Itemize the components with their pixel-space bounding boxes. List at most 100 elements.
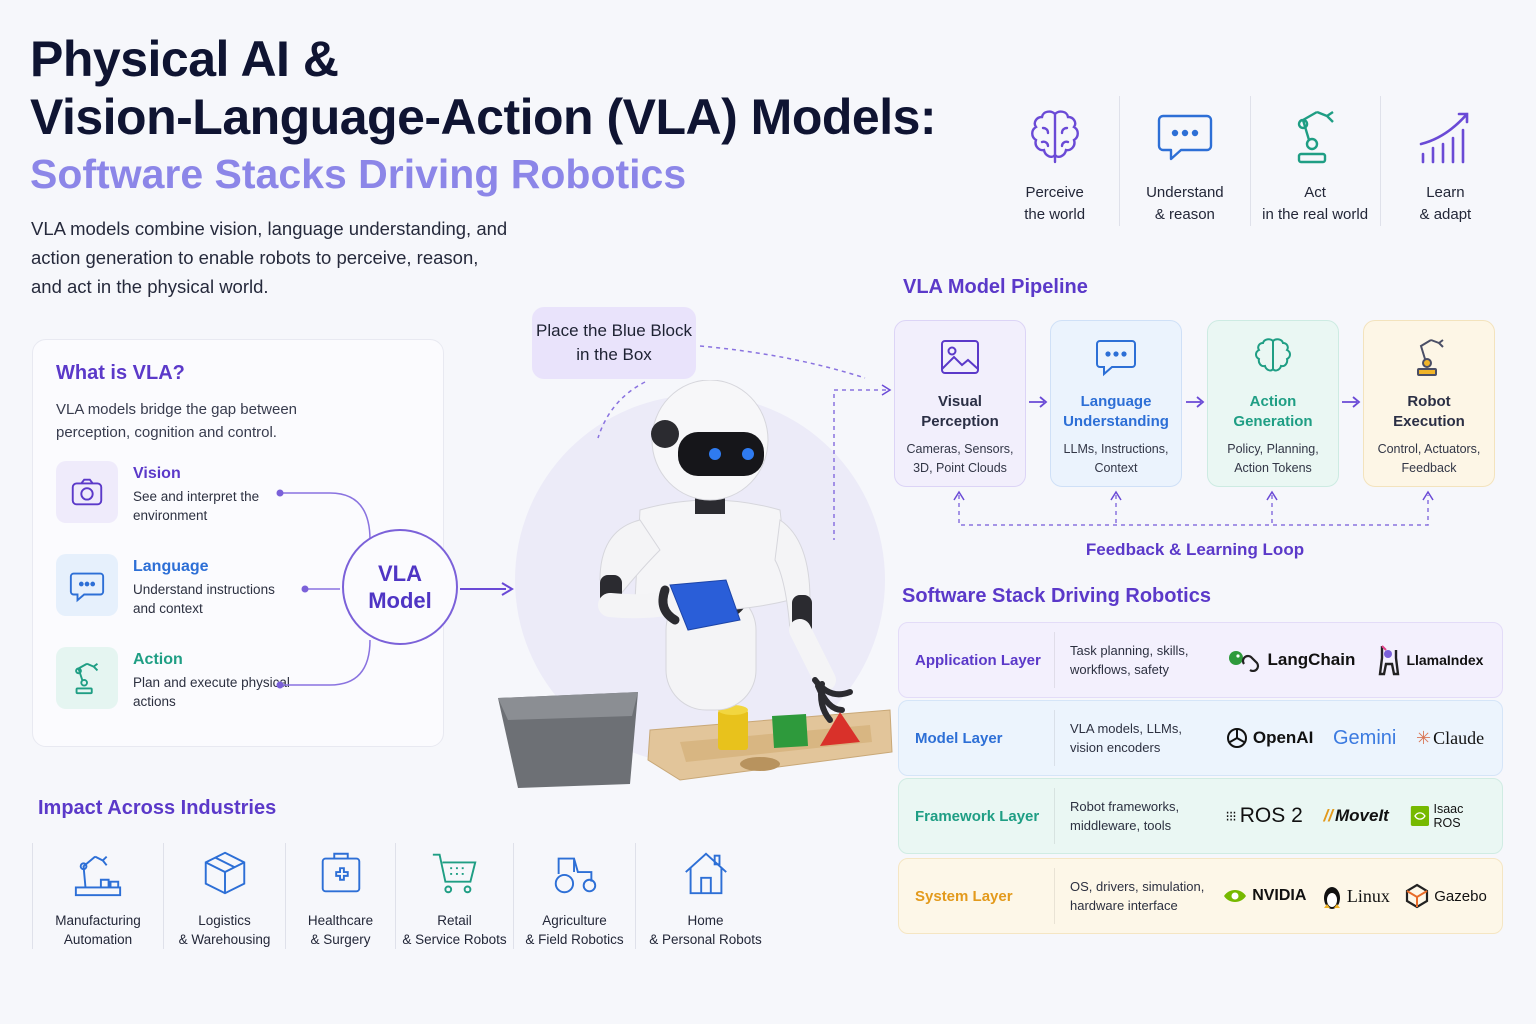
page-title-line1: Physical AI & bbox=[30, 31, 339, 87]
robot-arm-icon bbox=[75, 662, 99, 695]
capabilities-row: Perceive the world Understand& reason Act… bbox=[990, 96, 1510, 226]
pipeline-step-desc-2: Context bbox=[1094, 461, 1138, 475]
gazebo-label: Gazebo bbox=[1434, 887, 1487, 905]
growth-chart-icon bbox=[1420, 112, 1469, 164]
linux-label: Linux bbox=[1346, 885, 1390, 906]
pipeline-step-name-2: Understanding bbox=[1063, 413, 1169, 430]
pipeline-step-desc: LLMs, Instructions, bbox=[1063, 442, 1169, 456]
stack-layer-framework: Framework Layer Robot frameworks, middle… bbox=[898, 778, 1503, 854]
chat-icon bbox=[1157, 114, 1213, 161]
layer-name: System Layer bbox=[899, 868, 1055, 924]
industry-label: Retail bbox=[437, 913, 472, 928]
stack-layer-model: Model Layer VLA models, LLMs, vision enc… bbox=[898, 700, 1503, 776]
layer-name: Model Layer bbox=[899, 710, 1055, 766]
brain-icon bbox=[1255, 338, 1291, 372]
bubble-connectors bbox=[597, 345, 866, 439]
stack-layer-application: Application Layer Task planning, skills,… bbox=[898, 622, 1503, 698]
openai-label: OpenAI bbox=[1252, 728, 1314, 747]
moveit-logo: //MoveIt bbox=[1324, 806, 1389, 826]
layer-desc: OS, drivers, simulation, hardware interf… bbox=[1070, 879, 1205, 913]
industry-sublabel: Automation bbox=[63, 932, 133, 947]
ros-dots-icon: ⁝⁝⁝ bbox=[1225, 807, 1236, 824]
industries-title: Impact Across Industries bbox=[38, 797, 277, 819]
vla-item-name: Action bbox=[133, 651, 183, 668]
shopping-cart-icon bbox=[432, 853, 476, 894]
openai-knot-icon bbox=[1226, 728, 1247, 748]
chat-icon bbox=[1096, 340, 1136, 377]
camera-icon bbox=[71, 478, 103, 506]
language-icon-tile bbox=[56, 554, 118, 616]
pipeline-step-name-2: Execution bbox=[1393, 413, 1465, 430]
brain-icon bbox=[1030, 110, 1079, 164]
pipeline-connectors bbox=[833, 384, 1434, 540]
pipeline-step-desc: Policy, Planning, bbox=[1227, 442, 1319, 456]
industry-logistics: Logistics& Warehousing bbox=[163, 843, 285, 949]
vla-item-name: Vision bbox=[133, 465, 181, 482]
capability-sublabel-3: in the real world bbox=[1262, 206, 1369, 223]
capability-label-2: Understand bbox=[1146, 184, 1224, 201]
gemini-label: Gemini bbox=[1332, 726, 1397, 749]
pipeline-step-desc: Cameras, Sensors, bbox=[906, 442, 1014, 456]
moveit-mark-icon: // bbox=[1323, 806, 1333, 825]
llamaindex-logo: LlamaIndex bbox=[1376, 644, 1483, 676]
vla-node-line2: Model bbox=[368, 588, 432, 613]
chat-icon bbox=[69, 572, 105, 603]
vla-item-name: Language bbox=[133, 558, 209, 575]
ros2-logo: ⁝⁝⁝ROS 2 bbox=[1225, 804, 1302, 828]
tractor-icon bbox=[554, 857, 596, 894]
capability-understand: Understand& reason bbox=[1120, 96, 1251, 226]
pipeline-step-name: Language bbox=[1080, 393, 1152, 410]
parrot-chain-icon bbox=[1228, 651, 1259, 672]
layer-name: Framework Layer bbox=[899, 788, 1055, 844]
capability-sublabel-1: the world bbox=[1024, 206, 1086, 223]
pipeline-step-name: Visual bbox=[938, 393, 982, 410]
feedback-loop-label: Feedback & Learning Loop bbox=[1085, 540, 1305, 559]
layer-name: Application Layer bbox=[899, 632, 1055, 688]
pipeline-step-name: Robot bbox=[1407, 393, 1451, 410]
capability-label-3: Act bbox=[1304, 184, 1326, 201]
industry-agriculture: Agriculture & Field Robotics bbox=[513, 843, 635, 949]
isaac-ros-label: Isaac ROS bbox=[1433, 802, 1464, 830]
intro-text: VLA models combine vision, language unde… bbox=[31, 218, 508, 297]
capability-perceive: Perceive the world bbox=[990, 96, 1121, 226]
capability-sublabel-4: & adapt bbox=[1419, 206, 1472, 223]
pipeline-step-name-2: Perception bbox=[921, 413, 999, 430]
industry-label: Agriculture bbox=[542, 913, 607, 928]
industry-sublabel: & Service Robots bbox=[402, 932, 507, 947]
layer-desc: Task planning, skills, workflows, safety bbox=[1070, 643, 1189, 677]
llamaindex-label: LlamaIndex bbox=[1406, 652, 1484, 668]
industry-sublabel: & Field Robotics bbox=[525, 932, 624, 947]
house-icon bbox=[684, 852, 727, 895]
instruction-speech-bubble: Place the Blue Block in the Box bbox=[532, 307, 696, 379]
moveit-label: MoveIt bbox=[1334, 806, 1389, 825]
capability-act: Act in the real world bbox=[1251, 96, 1381, 226]
gazebo-cube-icon bbox=[1406, 883, 1429, 909]
capability-label-1: Perceive bbox=[1025, 184, 1084, 201]
industry-sublabel: & Warehousing bbox=[178, 932, 271, 947]
medical-cross-icon bbox=[321, 852, 360, 893]
image-icon bbox=[941, 340, 979, 374]
vla-item-desc: Understand instructions and context bbox=[133, 582, 275, 616]
robot-arm-icon bbox=[1417, 339, 1444, 376]
what-is-vla-title: What is VLA? bbox=[56, 362, 185, 384]
vla-connectors bbox=[276, 489, 514, 689]
action-icon-tile bbox=[56, 647, 118, 709]
industry-label: Healthcare bbox=[307, 913, 374, 928]
industry-label: Home bbox=[687, 913, 724, 928]
pipeline-step-desc-2: 3D, Point Clouds bbox=[913, 461, 1007, 475]
capability-learn: Learn& adapt bbox=[1381, 96, 1510, 226]
industry-retail: Retail & Service Robots bbox=[395, 843, 513, 949]
gemini-logo: Gemini bbox=[1333, 727, 1396, 750]
langchain-logo: LangChain bbox=[1226, 648, 1355, 672]
layer-desc: VLA models, LLMs, vision encoders bbox=[1070, 721, 1182, 755]
tux-icon bbox=[1323, 887, 1340, 909]
pipeline-step-desc-2: Feedback bbox=[1401, 461, 1457, 475]
